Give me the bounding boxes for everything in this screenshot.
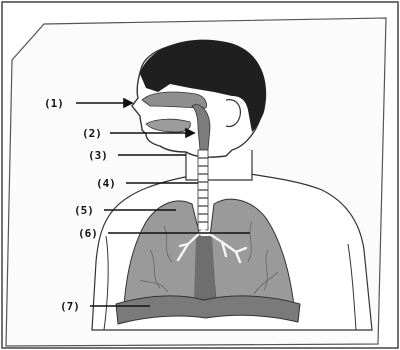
label-7: (7) [60, 300, 80, 313]
label-4: (4) [96, 177, 116, 190]
label-5: (5) [74, 204, 94, 217]
label-3: (3) [88, 149, 108, 162]
label-1: (1) [44, 97, 64, 110]
label-2: (2) [82, 127, 102, 140]
label-6: (6) [78, 227, 98, 240]
trachea [198, 150, 208, 230]
